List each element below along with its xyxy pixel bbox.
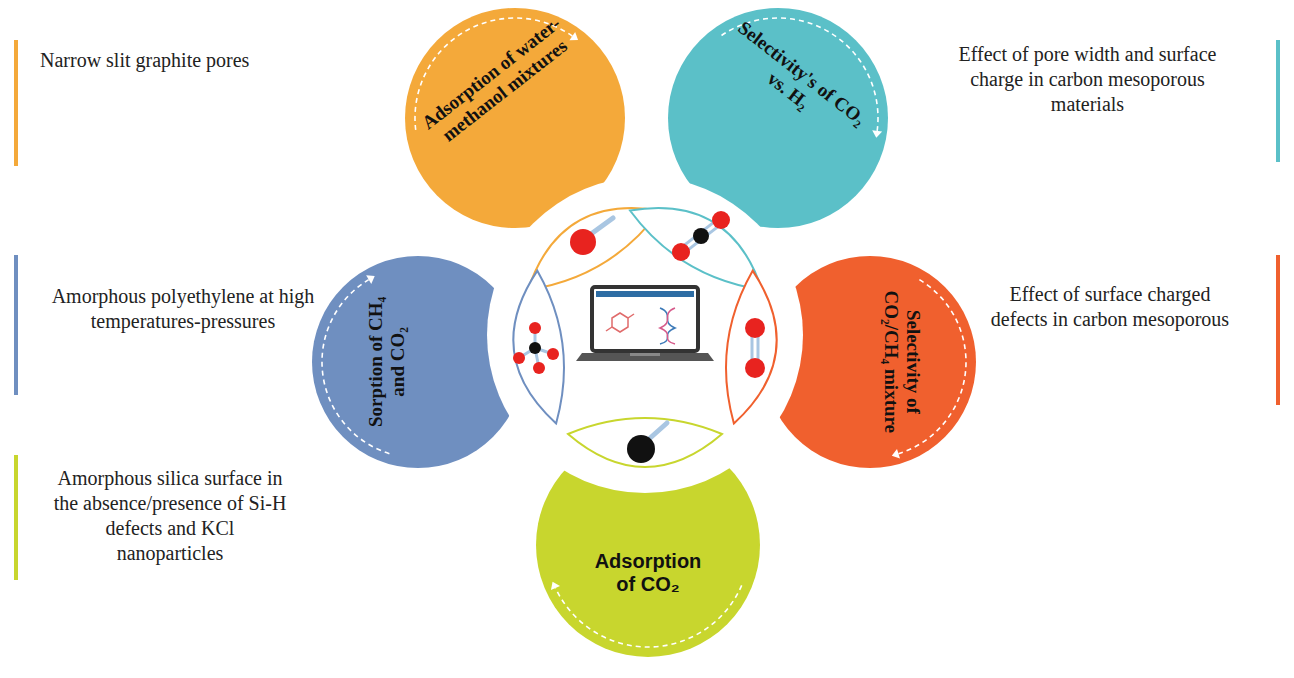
petal-title-text: Sorption of CH₄ and CO₂: [364, 297, 407, 427]
selectivity-petal: Selectivity's of CO₂ vs. H₂: [668, 8, 888, 228]
selectivity-petal: Selectivity of CO₂/CH₄ mixture: [764, 256, 976, 468]
arrow-head: [569, 32, 578, 40]
side-note-text: Amorphous polyethylene at high temperatu…: [52, 285, 315, 332]
arrow-head: [892, 449, 900, 459]
petal-title: Sorption of CH₄ and CO₂: [364, 280, 408, 445]
side-note-text: Narrow slit graphite pores: [40, 49, 249, 71]
sorption-petal: Sorption of CH₄ and CO₂: [312, 256, 524, 468]
petal-title: Adsorption of CO₂: [583, 550, 713, 596]
petal-title: Selectivity of CO₂/CH₄ mixture: [880, 280, 924, 445]
adsorption-petal: Adsorption of CO₂: [536, 433, 760, 657]
side-note: Amorphous polyethylene at high temperatu…: [38, 284, 328, 334]
side-note: Effect of surface charged defects in car…: [990, 282, 1230, 332]
adsorption-petal: Adsorption of water-methanol mixtures: [405, 8, 625, 228]
side-note-text: Effect of pore width and surface charge …: [959, 43, 1217, 115]
side-note-text: Amorphous silica surface in the absence/…: [54, 467, 287, 564]
petal-shape: [764, 256, 976, 468]
petal-shape: [536, 433, 760, 657]
color-bar: [1276, 255, 1280, 405]
co2-icon: [672, 211, 730, 261]
color-bar: [14, 40, 18, 166]
laptop-icon: [576, 287, 714, 361]
side-note: Narrow slit graphite pores: [40, 48, 340, 73]
color-bar: [14, 255, 18, 395]
petal-title-text: Selectivity of CO₂/CH₄ mixture: [881, 291, 924, 433]
side-note: Effect of pore width and surface charge …: [945, 42, 1230, 117]
o2-icon: [745, 318, 765, 378]
side-note-text: Effect of surface charged defects in car…: [991, 283, 1229, 330]
arrow-head: [872, 130, 882, 138]
arrow-head: [366, 275, 375, 284]
arrow-head: [551, 582, 560, 590]
side-note: Amorphous silica surface in the absence/…: [50, 466, 290, 566]
water-icon: [570, 218, 613, 255]
color-bar: [1276, 40, 1280, 162]
petal-shape: [312, 256, 524, 468]
color-bar: [14, 455, 18, 580]
petal-title-text: Adsorption of CO₂: [595, 550, 702, 595]
